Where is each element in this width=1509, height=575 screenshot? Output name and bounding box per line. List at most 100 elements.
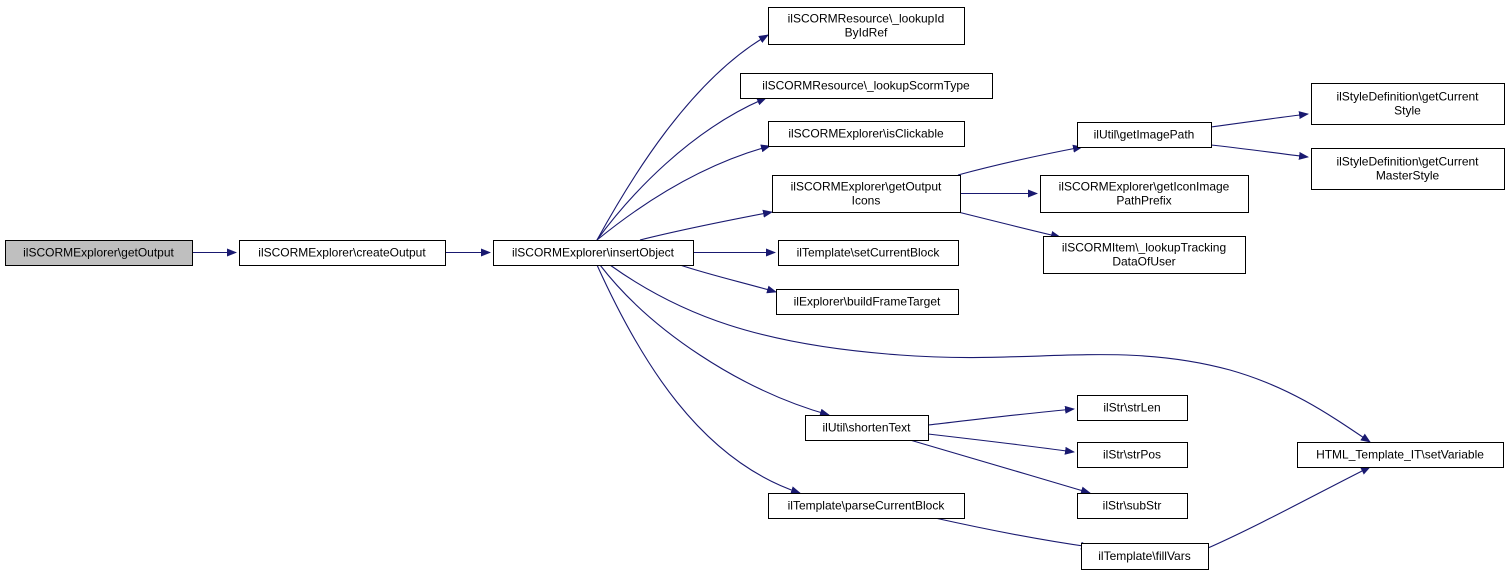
node-box — [805, 415, 929, 441]
edge-arrow — [596, 34, 769, 241]
node-get-output[interactable]: ilSCORMExplorer\getOutput — [5, 240, 193, 266]
edge-arrow — [1210, 111, 1309, 128]
node-str-pos[interactable]: ilStr\strPos — [1077, 442, 1188, 468]
node-box — [1077, 442, 1188, 468]
node-label: Icons — [852, 194, 881, 208]
edge-arrow — [909, 439, 1091, 495]
node-box — [5, 240, 193, 266]
node-box — [740, 73, 993, 99]
edge-arrow — [609, 264, 1371, 443]
node-box — [493, 240, 694, 266]
node-create-output[interactable]: ilSCORMExplorer\createOutput — [239, 240, 446, 266]
edge-arrow — [934, 517, 1091, 550]
node-box — [1077, 122, 1212, 148]
edge-arrow — [1207, 466, 1371, 549]
node-label: ilSCORMExplorer\isClickable — [788, 127, 944, 141]
edge-arrow — [957, 211, 1061, 239]
edge-insert-object-to-is-clickable — [596, 144, 771, 241]
node-box — [778, 240, 959, 266]
node-label: ilStr\subStr — [1103, 499, 1162, 513]
node-box — [1077, 493, 1188, 519]
node-box — [1077, 395, 1188, 421]
edge-insert-object-to-shorten-text — [599, 264, 830, 417]
node-fill-vars[interactable]: ilTemplate\fillVars — [1081, 543, 1209, 570]
node-label: ilSCORMExplorer\getOutput — [23, 246, 174, 260]
node-box — [768, 7, 965, 45]
node-shorten-text[interactable]: ilUtil\shortenText — [805, 415, 929, 441]
node-label: ilSCORMResource\_lookupScormType — [762, 79, 970, 93]
node-label: ilUtil\shortenText — [822, 421, 911, 435]
edge-arrow — [679, 264, 777, 294]
node-label: ilSCORMExplorer\createOutput — [258, 246, 426, 260]
node-label: ilTemplate\setCurrentBlock — [797, 246, 941, 260]
node-label: ilSCORMExplorer\getIconImage — [1059, 180, 1230, 194]
node-label: ilStyleDefinition\getCurrent — [1336, 90, 1479, 104]
node-label: ilSCORMResource\_lookupId — [788, 12, 945, 26]
node-insert-object[interactable]: ilSCORMExplorer\insertObject — [493, 240, 694, 266]
node-label: DataOfUser — [1112, 255, 1175, 269]
node-label: ilStyleDefinition\getCurrent — [1336, 155, 1479, 169]
edge-shorten-text-to-str-len — [927, 405, 1075, 426]
edge-get-image-path-to-get-current-master-style — [1210, 144, 1309, 160]
node-parse-current-block[interactable]: ilTemplate\parseCurrentBlock — [768, 493, 965, 519]
node-box — [772, 175, 961, 213]
node-set-variable[interactable]: HTML_Template_IT\setVariable — [1297, 442, 1504, 468]
node-box — [1311, 148, 1505, 190]
edge-arrow — [1210, 144, 1309, 160]
node-label: ilStr\strPos — [1103, 448, 1161, 462]
edge-arrow — [927, 433, 1075, 455]
edge-get-output-icons-to-get-image-path — [957, 144, 1083, 176]
node-label: ilUtil\getImagePath — [1094, 128, 1195, 142]
node-get-image-path[interactable]: ilUtil\getImagePath — [1077, 122, 1212, 148]
edge-get-image-path-to-get-current-style — [1210, 111, 1309, 128]
node-label: ilTemplate\fillVars — [1098, 549, 1190, 563]
edge-fill-vars-to-set-variable — [1207, 466, 1371, 549]
edge-get-output-icons-to-lookup-tracking-data-of-user — [957, 211, 1061, 239]
edge-shorten-text-to-str-pos — [927, 433, 1075, 455]
node-box — [768, 121, 965, 147]
node-label: ilSCORMExplorer\insertObject — [512, 246, 675, 260]
node-label: MasterStyle — [1376, 169, 1440, 183]
node-set-current-block[interactable]: ilTemplate\setCurrentBlock — [778, 240, 959, 266]
node-box — [768, 493, 965, 519]
edge-arrow — [596, 97, 767, 241]
edge-insert-object-to-build-frame-target — [679, 264, 777, 294]
node-label: ilExplorer\buildFrameTarget — [794, 295, 941, 309]
edge-insert-object-to-lookup-id-by-id-ref — [596, 34, 769, 241]
edge-arrow — [596, 144, 771, 241]
node-box — [1081, 543, 1209, 570]
node-str-len[interactable]: ilStr\strLen — [1077, 395, 1188, 421]
node-box — [1311, 83, 1505, 125]
node-lookup-scorm-type[interactable]: ilSCORMResource\_lookupScormType — [740, 73, 993, 99]
node-box — [776, 289, 959, 315]
node-label: ilSCORMItem\_lookupTracking — [1062, 241, 1226, 255]
node-label: ilTemplate\parseCurrentBlock — [788, 499, 946, 513]
node-build-frame-target[interactable]: ilExplorer\buildFrameTarget — [776, 289, 959, 315]
edge-shorten-text-to-sub-str — [909, 439, 1091, 495]
edge-insert-object-to-lookup-scorm-type — [596, 97, 767, 241]
node-box — [1043, 236, 1246, 274]
edge-insert-object-to-set-variable — [609, 264, 1371, 443]
node-label: ByIdRef — [845, 26, 888, 40]
edge-insert-object-to-get-output-icons — [639, 209, 773, 241]
node-label: ilStr\strLen — [1103, 401, 1160, 415]
edge-arrow — [599, 264, 830, 417]
edge-parse-current-block-to-fill-vars — [934, 517, 1091, 550]
node-label: HTML_Template_IT\setVariable — [1316, 448, 1484, 462]
edge-arrow — [596, 264, 801, 494]
node-label: PathPrefix — [1116, 194, 1171, 208]
node-box — [1297, 442, 1504, 468]
edge-arrow — [639, 209, 773, 241]
node-is-clickable[interactable]: ilSCORMExplorer\isClickable — [768, 121, 965, 147]
node-sub-str[interactable]: ilStr\subStr — [1077, 493, 1188, 519]
edge-arrow — [927, 405, 1075, 426]
node-box — [239, 240, 446, 266]
node-box — [1040, 175, 1249, 213]
